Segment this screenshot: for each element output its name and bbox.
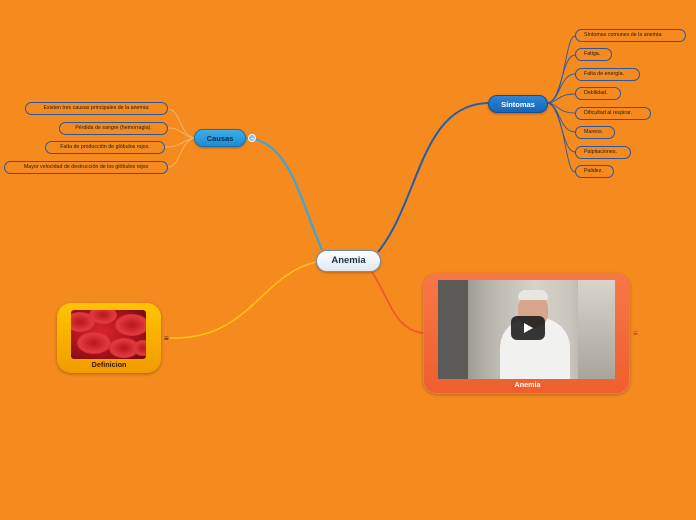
sintomas-item[interactable]: Palpitaciones. [575, 146, 631, 159]
sintomas-item[interactable]: Fatiga. [575, 48, 612, 61]
collapse-toggle-icon[interactable] [248, 134, 256, 142]
causas-item[interactable]: Mayor velocidad de destrucción de los gl… [4, 161, 168, 174]
topic-video[interactable]: Anemia [423, 273, 630, 394]
play-icon[interactable] [511, 316, 545, 340]
topic-definicion[interactable]: Definicion [57, 303, 161, 373]
video-thumbnail[interactable] [438, 280, 615, 379]
topic-causas[interactable]: Causas [194, 129, 246, 147]
note-icon[interactable]: ≡ [164, 334, 169, 343]
note-icon[interactable]: ≡ [633, 329, 638, 338]
sintomas-item[interactable]: Mareos. [575, 126, 615, 139]
topic-sintomas[interactable]: Síntomas [488, 95, 548, 113]
sintomas-item[interactable]: Debilidad. [575, 87, 621, 100]
sintomas-item[interactable]: Síntomas comunes de la anemia: [575, 29, 686, 42]
sintomas-item[interactable]: Palidez. [575, 165, 614, 178]
video-label: Anemia [514, 380, 541, 389]
definicion-label: Definicion [91, 360, 127, 369]
sintomas-item[interactable]: Falta de energía. [575, 68, 640, 81]
sintomas-item[interactable]: Dificultad al respirar. [575, 107, 651, 120]
causas-item[interactable]: Existen tres causas principales de la an… [25, 102, 168, 115]
causas-item[interactable]: Pérdida de sangre (hemorragia). [59, 122, 168, 135]
red-blood-cells-image [71, 310, 146, 359]
central-topic[interactable]: Anemia [316, 250, 381, 272]
causas-item[interactable]: Falta de producción de glóbulos rojos. [45, 141, 165, 154]
